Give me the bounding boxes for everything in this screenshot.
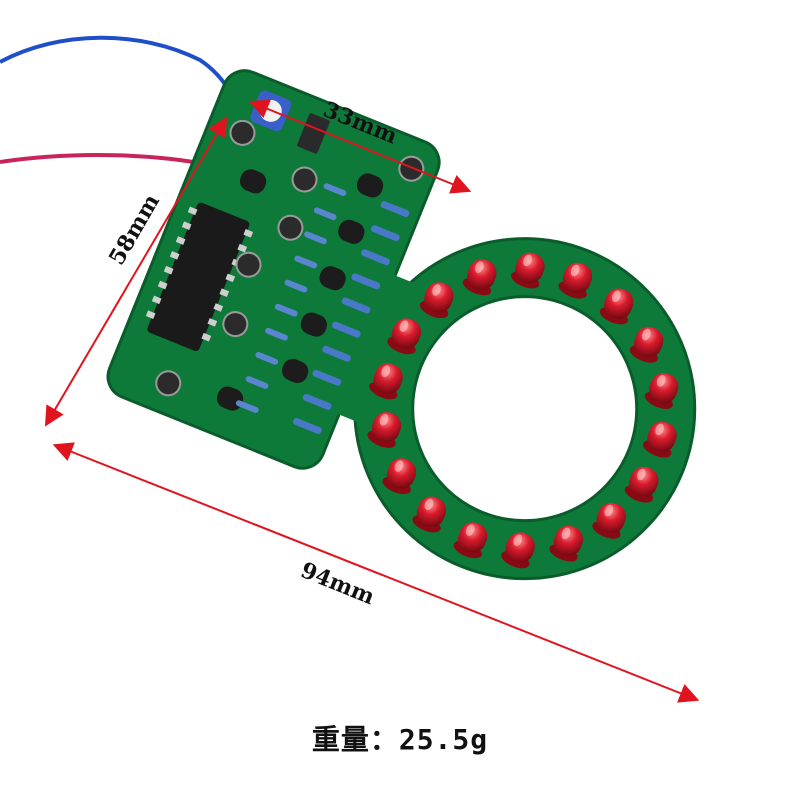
weight-label: 重量：25.5g xyxy=(311,723,489,756)
led xyxy=(599,288,634,325)
resistor xyxy=(235,400,259,413)
led xyxy=(419,282,454,319)
resistor xyxy=(351,273,381,290)
led xyxy=(462,259,497,296)
capacitor xyxy=(277,214,304,241)
resistor xyxy=(361,249,390,266)
led xyxy=(510,252,545,289)
resistor xyxy=(332,321,361,338)
resistor xyxy=(293,418,322,434)
led xyxy=(644,373,679,409)
ic-pin xyxy=(225,273,236,283)
resistor xyxy=(302,393,332,410)
resistor xyxy=(245,376,269,389)
height-arrow xyxy=(44,116,228,427)
resistor xyxy=(322,345,351,362)
led xyxy=(558,262,593,299)
transistor xyxy=(338,219,365,244)
resistor xyxy=(313,207,337,221)
resistor xyxy=(294,255,318,269)
length-label: 94mm xyxy=(297,557,378,610)
led xyxy=(387,318,422,355)
pcb-board xyxy=(106,69,697,581)
resistor xyxy=(255,352,279,365)
transistor xyxy=(281,358,309,383)
resistor xyxy=(312,369,342,386)
led xyxy=(629,326,664,363)
led xyxy=(369,363,403,400)
width-arrow xyxy=(248,99,472,194)
resistor xyxy=(370,225,400,242)
resistor xyxy=(265,327,288,341)
ic-pin xyxy=(243,229,254,238)
resistor xyxy=(304,231,327,245)
transistor xyxy=(300,312,328,337)
length-arrow xyxy=(52,442,700,703)
resistor xyxy=(274,303,298,317)
resistor xyxy=(284,279,308,293)
transistor xyxy=(319,266,346,291)
resistor xyxy=(341,297,371,314)
capacitor xyxy=(235,251,262,278)
ic-pin xyxy=(237,243,248,253)
resistor xyxy=(380,201,410,218)
